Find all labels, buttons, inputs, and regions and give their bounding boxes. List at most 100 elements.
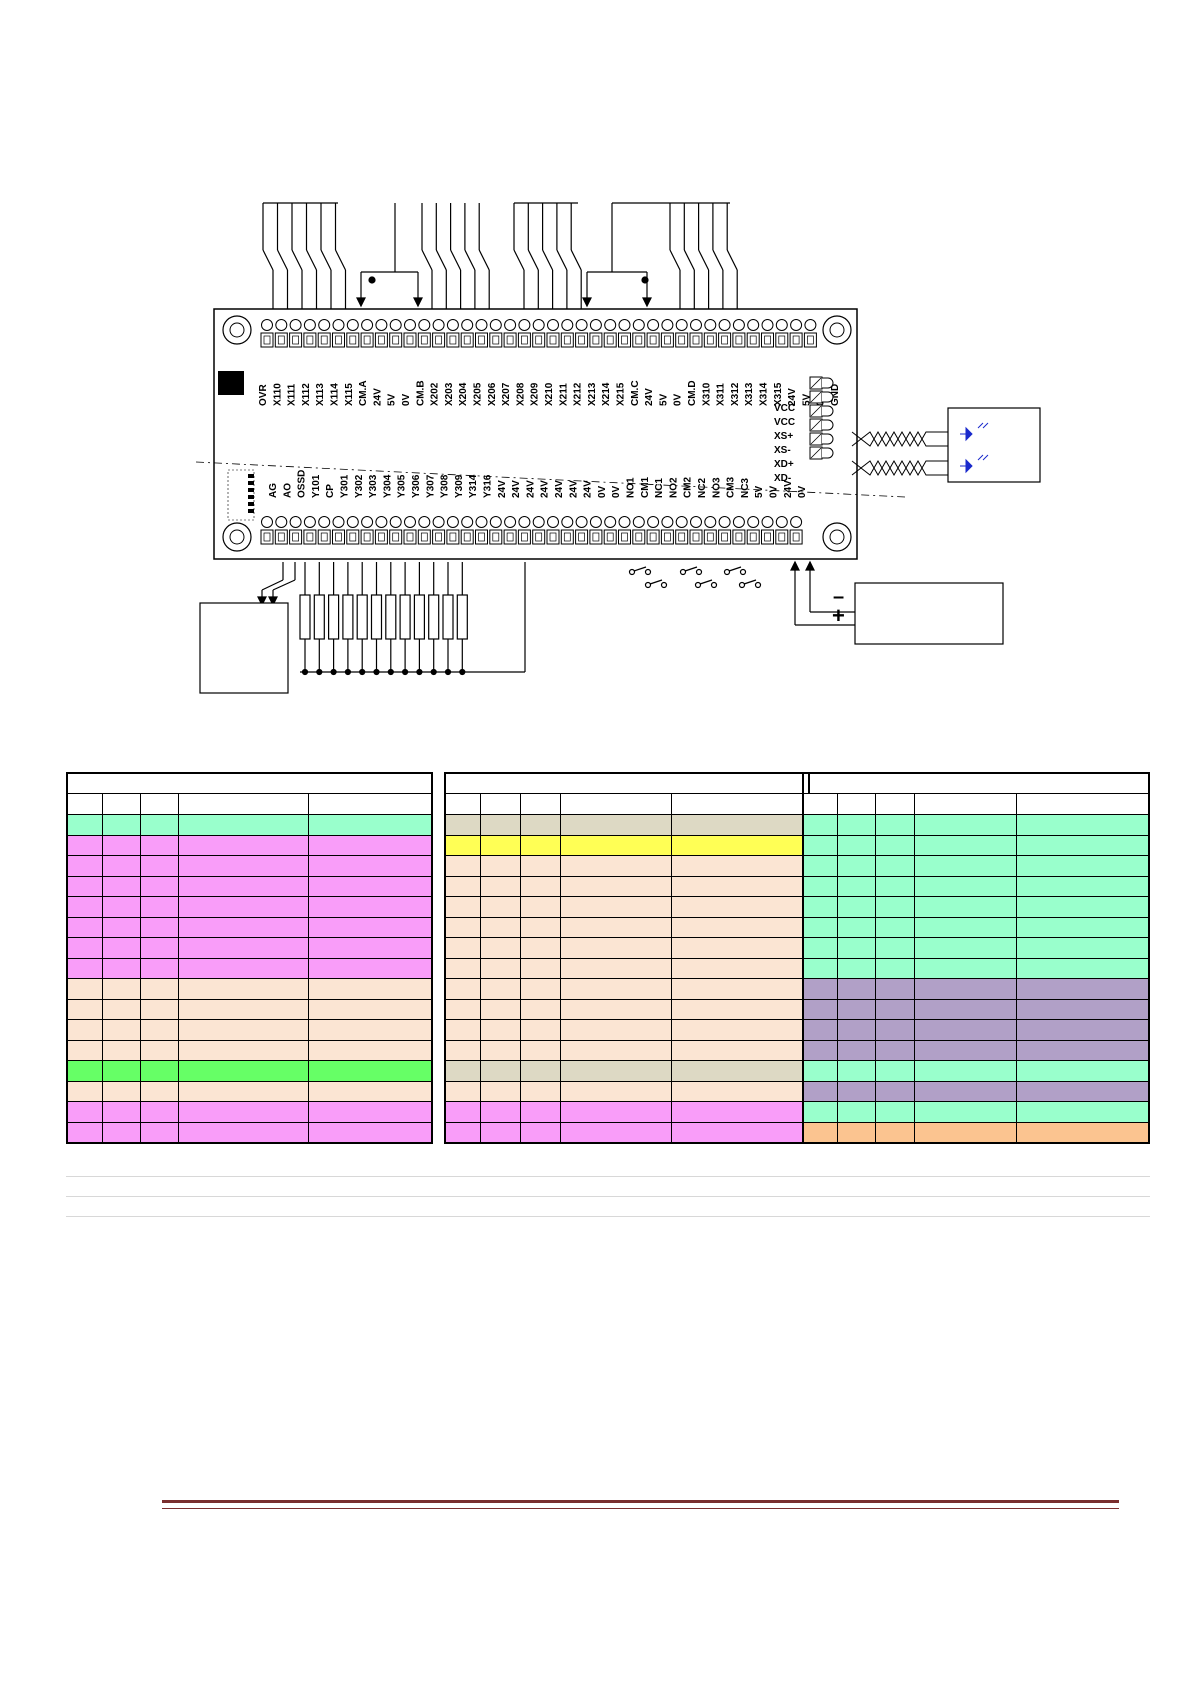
table-cell bbox=[139, 834, 179, 856]
table-cell bbox=[101, 978, 141, 1000]
table-row bbox=[802, 1080, 1150, 1102]
terminal-slot bbox=[435, 532, 442, 542]
board-detail bbox=[195, 315, 906, 552]
top-pin-label: GND bbox=[830, 384, 841, 406]
top-pin-label: OVR bbox=[258, 384, 269, 406]
top-pin-label: X312 bbox=[730, 382, 741, 406]
terminal-screw bbox=[375, 319, 388, 331]
top-pin-label: X210 bbox=[544, 382, 555, 406]
arrow-head bbox=[790, 560, 800, 571]
table-cell bbox=[875, 1019, 915, 1041]
top-pin-label: CM.D bbox=[687, 380, 698, 406]
table-cell bbox=[480, 1121, 521, 1144]
table-row bbox=[66, 1080, 433, 1102]
wire bbox=[272, 579, 296, 591]
resistor bbox=[413, 594, 425, 640]
table-cell bbox=[139, 875, 179, 897]
twisted-wire bbox=[851, 459, 948, 477]
table-cell bbox=[66, 957, 103, 979]
twisted-wire bbox=[851, 459, 948, 477]
top-pin-label: 5V bbox=[387, 393, 398, 406]
terminal-slot bbox=[735, 532, 743, 542]
table-cell bbox=[139, 855, 179, 877]
side-pin-label: XD- bbox=[774, 473, 791, 484]
table-row bbox=[444, 978, 810, 1000]
table-header-cell bbox=[875, 793, 915, 815]
table-cell bbox=[559, 978, 673, 1000]
mounting-hole-inner bbox=[829, 322, 845, 338]
table-cell bbox=[520, 1121, 561, 1144]
terminal-slot bbox=[578, 335, 585, 345]
terminal-slot bbox=[621, 532, 628, 542]
relay-contact bbox=[628, 568, 636, 576]
table-row bbox=[802, 834, 1150, 856]
bottom-pin-label: 24V bbox=[497, 480, 508, 498]
table-cell bbox=[913, 957, 1017, 979]
power-minus-sign: – bbox=[833, 586, 844, 608]
twisted-wire bbox=[851, 430, 948, 448]
optocoupler-light bbox=[977, 422, 989, 429]
table-cell bbox=[101, 998, 141, 1020]
table-cell bbox=[480, 1019, 521, 1041]
table-cell bbox=[671, 814, 810, 836]
table-row bbox=[66, 1019, 433, 1041]
table-cell bbox=[520, 1039, 561, 1061]
terminal-screw bbox=[418, 516, 431, 528]
bottom-pin-label: 24V bbox=[540, 480, 551, 498]
table-cell bbox=[802, 937, 838, 959]
table-cell bbox=[177, 896, 309, 918]
table-row bbox=[444, 1080, 810, 1102]
resistor bbox=[313, 594, 325, 640]
terminal-slot bbox=[506, 532, 514, 542]
table-cell bbox=[307, 855, 433, 877]
resistor bbox=[299, 594, 311, 640]
power-supply-box bbox=[854, 582, 1004, 645]
table-cell bbox=[480, 855, 521, 877]
table-row bbox=[66, 1101, 433, 1123]
terminal-screw bbox=[361, 319, 374, 331]
terminal-screw bbox=[532, 516, 545, 528]
dip-switch bbox=[248, 495, 254, 499]
resistor bbox=[442, 594, 454, 640]
table-cell bbox=[307, 896, 433, 918]
table-cell bbox=[802, 834, 838, 856]
table-row bbox=[444, 1101, 810, 1123]
bottom-pin-label: Y307 bbox=[425, 474, 436, 498]
table-cell bbox=[875, 1060, 915, 1082]
table-cell bbox=[444, 855, 482, 877]
bottom-pin-label: 0V bbox=[597, 485, 608, 498]
table-cell bbox=[444, 896, 482, 918]
table-header-cell bbox=[671, 793, 810, 815]
table-cell bbox=[177, 1121, 309, 1144]
terminal-slot bbox=[521, 532, 528, 542]
terminal-screw bbox=[389, 516, 402, 528]
terminal-slot bbox=[592, 335, 600, 345]
relay-blade bbox=[684, 566, 698, 572]
terminal-screw bbox=[661, 319, 674, 331]
table-cell bbox=[671, 1019, 810, 1041]
table-cell bbox=[802, 978, 838, 1000]
terminal-screw bbox=[547, 516, 559, 528]
bottom-pin-label: 24V bbox=[525, 480, 536, 498]
table-cell bbox=[307, 957, 433, 979]
wire bbox=[683, 249, 695, 271]
table-cell bbox=[101, 916, 141, 938]
table-row bbox=[66, 937, 433, 959]
arrow-head bbox=[582, 297, 592, 308]
table-cell bbox=[101, 1121, 141, 1144]
table-cell bbox=[66, 998, 103, 1020]
table-cell bbox=[559, 834, 673, 856]
terminal-slot bbox=[792, 532, 800, 542]
table-cell bbox=[559, 1060, 673, 1082]
terminal-slot bbox=[706, 335, 714, 345]
table-cell bbox=[836, 937, 877, 959]
terminal-screw bbox=[446, 319, 459, 331]
table-cell bbox=[480, 1101, 521, 1123]
table-cell bbox=[307, 814, 433, 836]
table-cell bbox=[913, 855, 1017, 877]
table-row bbox=[66, 1039, 433, 1061]
terminal-slot bbox=[563, 335, 571, 345]
table-cell bbox=[480, 1039, 521, 1061]
terminal-screw bbox=[589, 516, 602, 528]
